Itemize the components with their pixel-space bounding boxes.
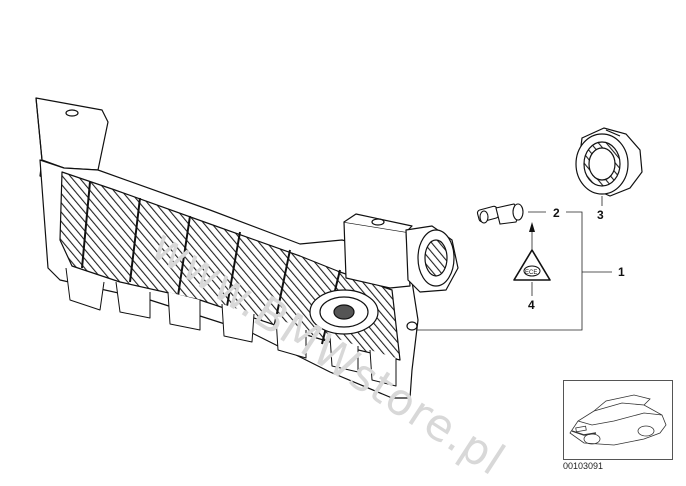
leader-lines (416, 196, 612, 331)
callout-3: 3 (597, 208, 604, 222)
callout-1: 1 (618, 265, 625, 279)
reference-number: 00103091 (563, 461, 604, 471)
bulb-arrow (529, 222, 535, 232)
vehicle-thumbnail (563, 380, 673, 460)
callout-2: 2 (553, 206, 560, 220)
warning-label-part (513, 249, 551, 281)
bezel-ring-part (575, 127, 643, 197)
bulb-part (476, 203, 524, 225)
car-icon (569, 394, 667, 446)
grille-assembly (35, 97, 459, 399)
warning-label-text: ECE (525, 270, 538, 276)
callout-4: 4 (528, 298, 535, 312)
